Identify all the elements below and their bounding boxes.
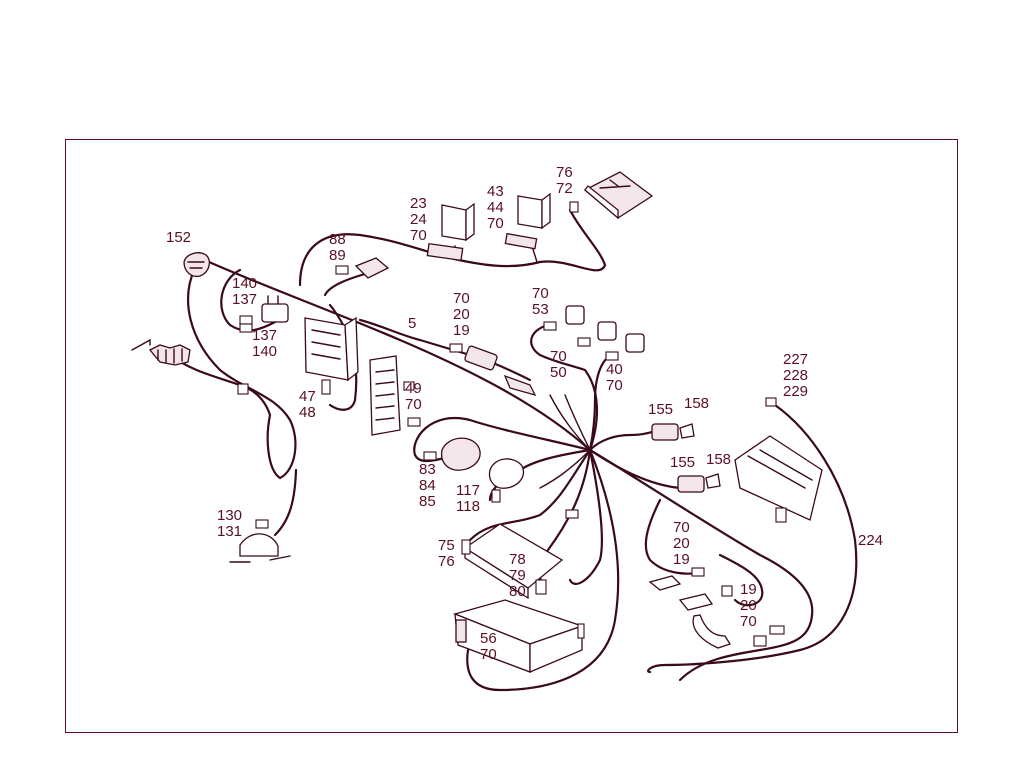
wire-upper-loop — [298, 208, 607, 287]
callout-155-lower: 155 — [670, 454, 696, 471]
connector-central-a — [464, 345, 498, 371]
wire-fan-a — [549, 394, 591, 451]
radio-76-72 — [583, 171, 654, 220]
wire-130 — [273, 468, 298, 537]
fuse-box-49 — [369, 355, 415, 436]
wire-75-76 — [468, 448, 592, 542]
switch-19-20-70 — [678, 593, 714, 611]
callout-152: 152 — [166, 229, 192, 246]
wire-grill — [168, 353, 272, 417]
wire-140-loop — [220, 268, 277, 332]
callout-158-lower: 158 — [706, 451, 732, 468]
lamp-155-upper — [651, 423, 695, 441]
callout-158-upper: 158 — [684, 395, 710, 412]
connector-152 — [183, 252, 211, 278]
callout-5: 5 — [408, 315, 417, 332]
wire-70-53 — [530, 323, 598, 452]
wire-117-b — [539, 449, 591, 489]
wire-224 — [647, 403, 858, 674]
wire-56-b — [568, 448, 604, 585]
control-unit-47 — [304, 316, 359, 382]
heater-unit — [734, 435, 823, 523]
relay-43 — [504, 192, 551, 250]
connector-88-89 — [354, 257, 390, 279]
connector-137 — [261, 295, 289, 323]
wire-155-lower — [588, 448, 682, 490]
wire-19-20-70 — [718, 553, 764, 607]
wire-5 — [358, 318, 482, 360]
tail-lamp-grill — [131, 338, 191, 366]
left-loop-wire — [187, 266, 297, 480]
wire-56-70 — [466, 448, 620, 692]
wire-224-b — [678, 613, 814, 682]
tray-75-76 — [463, 523, 564, 600]
callout-155-upper: 155 — [648, 401, 674, 418]
switch-70-53-b — [597, 321, 617, 341]
wire-70-20-19-b — [644, 498, 702, 575]
wire-155-upper — [588, 428, 662, 452]
handle-unit — [692, 614, 731, 649]
switch-70-53-a — [565, 305, 585, 325]
lamp-155-lower — [677, 473, 721, 493]
connector-central-b — [503, 374, 537, 397]
horn-83 — [440, 437, 481, 471]
switch-70-20-19 — [648, 575, 682, 591]
diagram-frame — [65, 139, 958, 733]
wire-40-70 — [588, 353, 614, 452]
lamp-130-131 — [229, 533, 291, 563]
box-56-70 — [452, 599, 585, 673]
wire-83 — [413, 417, 592, 463]
main-trunk-wire — [198, 256, 814, 617]
relay-23 — [426, 202, 475, 262]
tag-connectors — [237, 201, 785, 647]
wire-fan-b — [564, 394, 591, 451]
callout-224: 224 — [858, 532, 884, 549]
switch-40-70 — [625, 333, 645, 353]
motor-117 — [488, 458, 525, 503]
